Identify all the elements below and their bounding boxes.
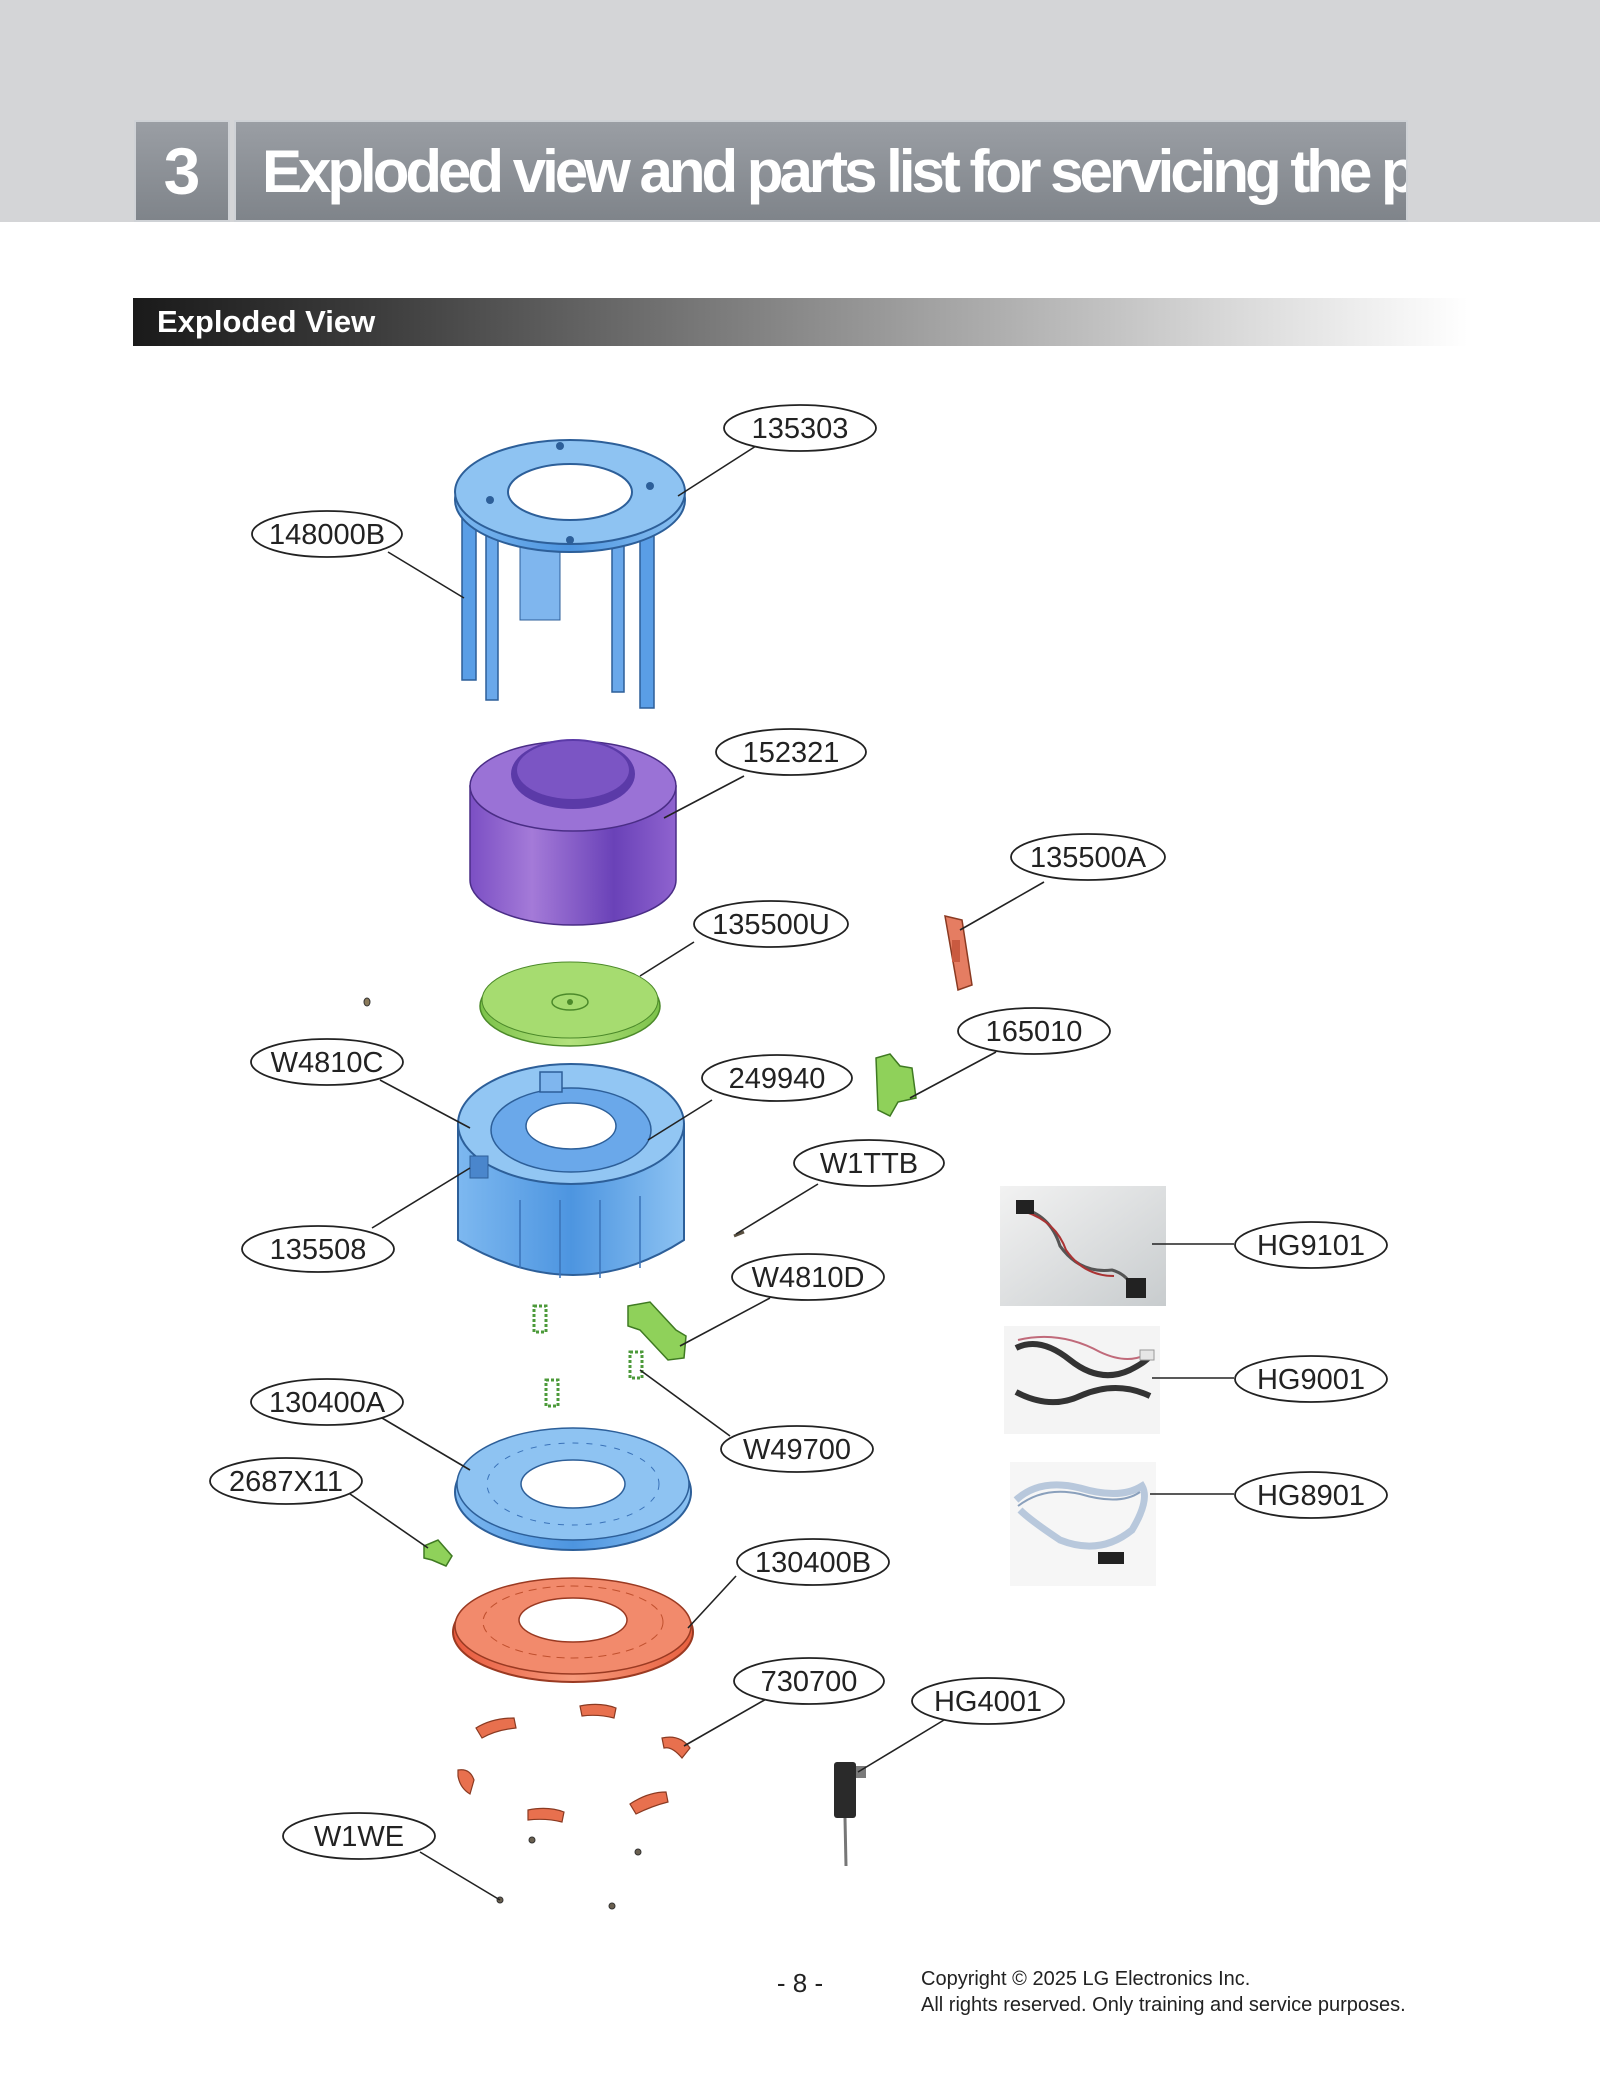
callout-730700: 730700 <box>733 1657 885 1705</box>
section-title: Exploded view and parts list for servici… <box>234 120 1408 222</box>
callout-2687X11: 2687X11 <box>209 1457 363 1505</box>
callout-W4810D: W4810D <box>731 1253 885 1301</box>
callout-label: HG9001 <box>1257 1364 1365 1396</box>
copyright-line-2: All rights reserved. Only training and s… <box>921 1994 1406 2016</box>
callout-label: W4810D <box>752 1262 865 1294</box>
callout-label: W4810C <box>271 1047 384 1079</box>
callout-label: 135303 <box>752 413 849 445</box>
callout-W1TTB: W1TTB <box>793 1139 945 1187</box>
callout-HG9101: HG9101 <box>1234 1221 1388 1269</box>
callout-W4810C: W4810C <box>250 1038 404 1086</box>
part-lever-W4810D <box>627 1301 687 1361</box>
callout-label: 135500A <box>1030 842 1147 874</box>
part-springs <box>532 1304 644 1408</box>
callout-135500U: 135500U <box>693 900 849 948</box>
callout-label: 130400B <box>755 1547 871 1579</box>
callout-label: 130400A <box>269 1387 386 1419</box>
callout-135303: 135303 <box>723 404 877 452</box>
callout-W1WE: W1WE <box>282 1812 436 1860</box>
subheader-title: Exploded View <box>157 304 376 339</box>
callout-label: W1TTB <box>820 1148 918 1180</box>
callout-148000B: 148000B <box>251 510 403 558</box>
callout-label: W1WE <box>314 1821 404 1853</box>
part-2687X11 <box>423 1539 453 1567</box>
callout-130400A: 130400A <box>250 1378 404 1426</box>
part-photo-HG9101 <box>1000 1186 1166 1306</box>
part-screw-small <box>363 997 371 1007</box>
part-frame-148000B <box>454 439 686 709</box>
part-photo-HG8901 <box>1010 1462 1156 1586</box>
page-number: - 8 - <box>776 1968 824 1998</box>
callout-W49700: W49700 <box>720 1425 874 1473</box>
part-screw-W1TTB <box>733 1230 745 1238</box>
callout-label: 730700 <box>761 1666 858 1698</box>
callout-135508: 135508 <box>241 1225 395 1273</box>
callout-HG4001: HG4001 <box>911 1677 1065 1725</box>
part-disc-130400A <box>454 1427 692 1551</box>
callout-label: 2687X11 <box>229 1466 343 1498</box>
part-pads-730700 <box>457 1703 691 1823</box>
copyright-line-1: Copyright © 2025 LG Electronics Inc. <box>921 1968 1251 1990</box>
part-sensor-HG4001 <box>834 1762 866 1867</box>
leader-lines <box>349 445 1234 1901</box>
part-photo-HG9001 <box>1004 1326 1160 1434</box>
callout-135500A: 135500A <box>1010 833 1166 881</box>
part-screws-W1WE <box>496 1836 642 1910</box>
callout-HG9001: HG9001 <box>1234 1355 1388 1403</box>
callout-label: 135508 <box>270 1234 367 1266</box>
part-tank-152321 <box>469 739 677 926</box>
part-disc-130400B <box>452 1577 694 1683</box>
callout-HG8901: HG8901 <box>1234 1471 1388 1519</box>
callout-label: 165010 <box>986 1016 1083 1048</box>
callout-label: HG8901 <box>1257 1480 1365 1512</box>
callout-165010: 165010 <box>957 1007 1111 1055</box>
callout-249940: 249940 <box>701 1054 853 1102</box>
part-135500A <box>944 915 973 992</box>
callout-label: 135500U <box>712 909 830 941</box>
callout-label: 148000B <box>269 519 385 551</box>
part-plate-135500U <box>479 961 661 1047</box>
callout-label: 152321 <box>743 737 840 769</box>
copyright-notice: Copyright © 2025 LG Electronics Inc. All… <box>921 1966 1406 2018</box>
section-number: 3 <box>134 120 230 222</box>
callout-label: W49700 <box>743 1434 851 1466</box>
callout-130400B: 130400B <box>736 1538 890 1586</box>
part-165010 <box>875 1053 917 1117</box>
part-housing-249940 <box>457 1063 685 1278</box>
callout-label: HG9101 <box>1257 1230 1365 1262</box>
callout-152321: 152321 <box>715 728 867 776</box>
callout-label: HG4001 <box>934 1686 1042 1718</box>
subheader-bar: Exploded View <box>133 298 1468 346</box>
callout-label: 249940 <box>729 1063 826 1095</box>
